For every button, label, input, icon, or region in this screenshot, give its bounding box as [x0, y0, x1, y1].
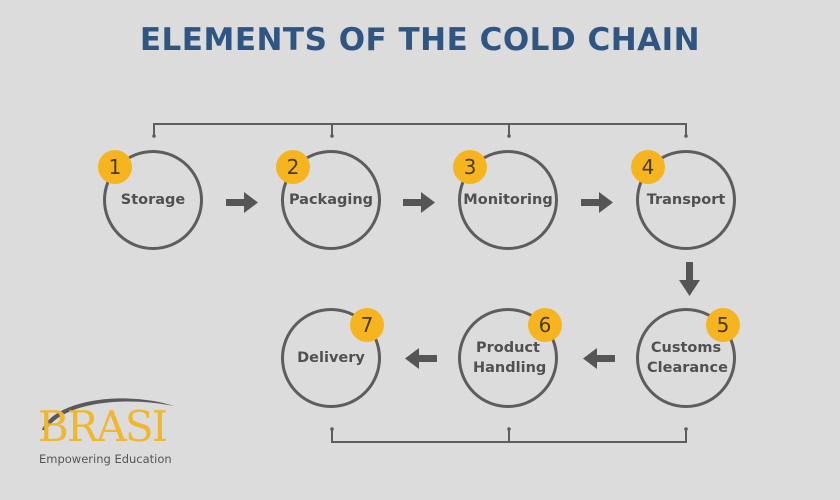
step-label: Product Handling	[473, 340, 547, 376]
step-number-badge: 6	[528, 308, 562, 342]
step-label: Customs Clearance	[647, 340, 728, 376]
step-number-badge: 2	[276, 150, 310, 184]
step-label: Storage	[120, 192, 186, 208]
step-number-badge: 1	[98, 150, 132, 184]
step-product-handling: Product Handling	[458, 308, 558, 408]
arrow-left-icon	[405, 348, 615, 369]
swoosh-icon	[42, 398, 174, 430]
step-label: Packaging	[288, 192, 374, 208]
step-number-badge: 7	[350, 308, 384, 342]
logo-wordmark: BRASI	[38, 402, 168, 451]
step-customs-clearance: Customs Clearance	[636, 308, 736, 408]
arrow-right-icon	[226, 192, 613, 213]
step-label: Delivery	[297, 350, 365, 366]
step-label: Transport	[646, 192, 726, 208]
step-number-badge: 4	[631, 150, 665, 184]
brasi-logo: BRASI Empowering Education	[34, 392, 184, 472]
page-title: ELEMENTS OF THE COLD CHAIN	[139, 22, 701, 58]
step-monitoring: Monitoring	[458, 150, 558, 250]
step-number-badge: 3	[453, 150, 487, 184]
step-transport: Transport	[636, 150, 736, 250]
step-storage: Storage	[103, 150, 203, 250]
step-delivery: Delivery	[281, 308, 381, 408]
step-label: Monitoring	[463, 192, 553, 208]
step-number-badge: 5	[706, 308, 740, 342]
arrow-down-icon	[679, 262, 700, 296]
step-packaging: Packaging	[281, 150, 381, 250]
logo-tagline: Empowering Education	[39, 452, 172, 466]
